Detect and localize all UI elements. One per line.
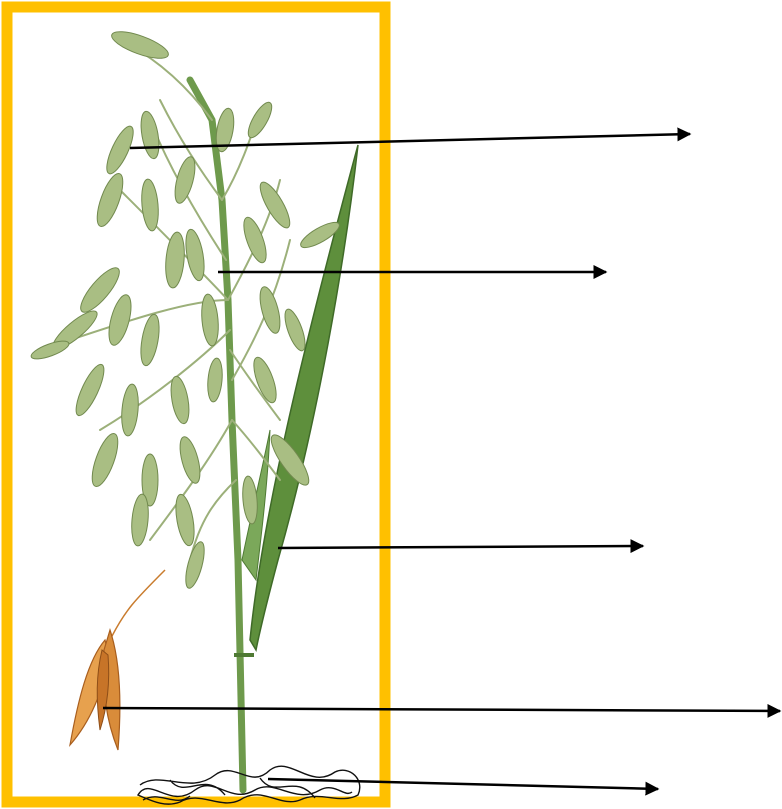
arrow-4 [103, 708, 780, 711]
ripe-grain [70, 570, 165, 750]
spikelet-cluster [29, 26, 342, 590]
stem [190, 80, 243, 790]
label-arrows [103, 134, 780, 789]
arrow-3 [278, 546, 643, 548]
picture-frame [7, 7, 385, 802]
